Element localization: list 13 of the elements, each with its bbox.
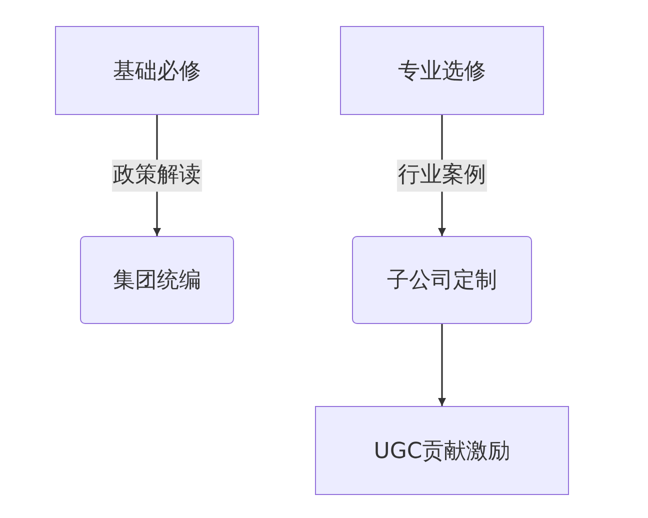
node-label: 基础必修 xyxy=(113,58,201,86)
node-label: UGC贡献激励 xyxy=(374,438,510,466)
process-box xyxy=(340,26,544,115)
process-box xyxy=(352,236,532,324)
node-label: 专业选修 xyxy=(398,58,486,86)
edge-label: 行业案例 xyxy=(397,159,487,192)
process-box xyxy=(80,236,234,324)
process-box xyxy=(55,26,259,115)
node-label: 集团统编 xyxy=(113,267,201,295)
arrow xyxy=(438,324,446,406)
node-label: 子公司定制 xyxy=(387,267,497,295)
edge-label: 政策解读 xyxy=(112,159,202,192)
process-box xyxy=(315,406,569,495)
